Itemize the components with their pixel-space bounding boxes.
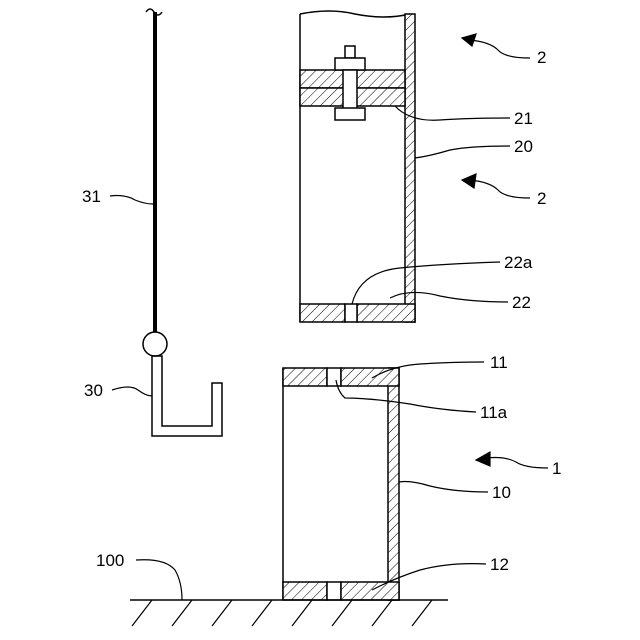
wire-31 xyxy=(153,12,157,332)
hook-30 xyxy=(152,356,222,436)
lower-bottom-plate-12-right xyxy=(341,582,399,600)
label-2-top: 2 xyxy=(537,48,546,67)
label-100: 100 xyxy=(96,551,124,570)
hook-swivel xyxy=(143,332,167,356)
label-2-mid: 2 xyxy=(537,189,546,208)
ground-100 xyxy=(130,600,448,626)
label-12: 12 xyxy=(490,555,509,574)
label-11a: 11a xyxy=(480,403,508,422)
upper-unit-2 xyxy=(300,11,415,322)
label-1: 1 xyxy=(552,459,561,478)
upper-bottom-plate-22-right xyxy=(357,304,415,322)
lower-bottom-hole xyxy=(327,582,341,600)
hole-22a xyxy=(345,304,357,322)
lower-unit-1 xyxy=(283,368,399,600)
upper-break-line xyxy=(300,11,410,17)
label-22: 22 xyxy=(512,293,531,312)
upper-wall-20 xyxy=(405,14,415,322)
hole-11a xyxy=(327,368,341,386)
label-31: 31 xyxy=(82,187,101,206)
label-30: 30 xyxy=(84,381,103,400)
label-11: 11 xyxy=(490,353,508,372)
upper-bottom-plate-22-left xyxy=(300,304,345,322)
label-10: 10 xyxy=(492,483,511,502)
lower-top-plate-11-left xyxy=(283,368,327,386)
label-22a: 22a xyxy=(504,253,533,272)
lower-top-plate-11-right xyxy=(341,368,399,386)
label-21: 21 xyxy=(514,109,533,128)
label-20: 20 xyxy=(514,137,533,156)
crane-hook-assembly xyxy=(143,9,222,436)
lower-bottom-plate-12-left xyxy=(283,582,327,600)
